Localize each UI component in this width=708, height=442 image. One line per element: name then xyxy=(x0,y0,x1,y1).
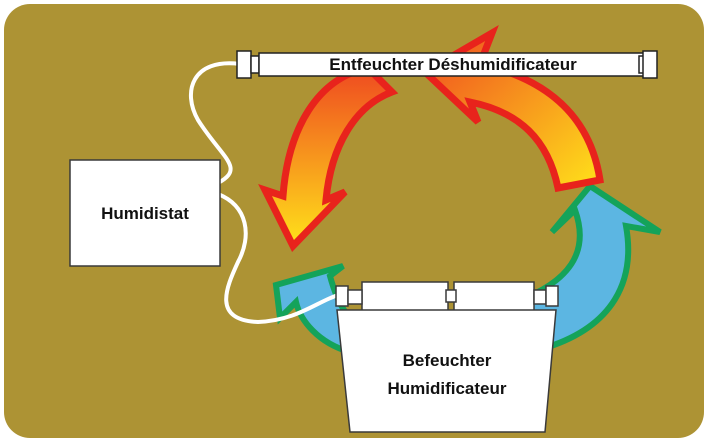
humidistat-unit: Humidistat xyxy=(69,159,221,267)
dehumidifier-label: Entfeuchter Déshumidificateur xyxy=(329,55,577,74)
humidistat-cable-bottom xyxy=(216,192,344,325)
dehumidifier-arrow-left xyxy=(258,64,399,252)
humidifier-clamp-right xyxy=(545,285,559,307)
humidifier-label-line2: Humidificateur xyxy=(387,379,506,398)
humidifier-tank-left xyxy=(361,281,449,313)
dehumidifier-unit: Entfeuchter Déshumidificateur xyxy=(236,50,658,79)
humidifier-clamp-left xyxy=(335,285,349,307)
humidifier-unit: Befeuchter Humidificateur xyxy=(335,281,559,433)
humidifier-label-line1: Befeuchter xyxy=(403,351,492,370)
humidifier-fitting-center xyxy=(445,289,457,303)
humidifier-basin xyxy=(336,309,557,433)
dehumidifier-end-cap-right xyxy=(642,50,658,79)
humidifier-tank-right xyxy=(453,281,535,313)
humidistat-box xyxy=(69,159,221,267)
humidifier-fitting-right xyxy=(533,289,547,305)
dehumidifier-connector-left xyxy=(250,55,260,74)
humidifier-fitting-left xyxy=(347,289,363,305)
humidistat-cable-top xyxy=(188,61,242,185)
humidistat-label: Humidistat xyxy=(101,204,189,223)
dehumidifier-end-cap-left xyxy=(236,50,252,79)
